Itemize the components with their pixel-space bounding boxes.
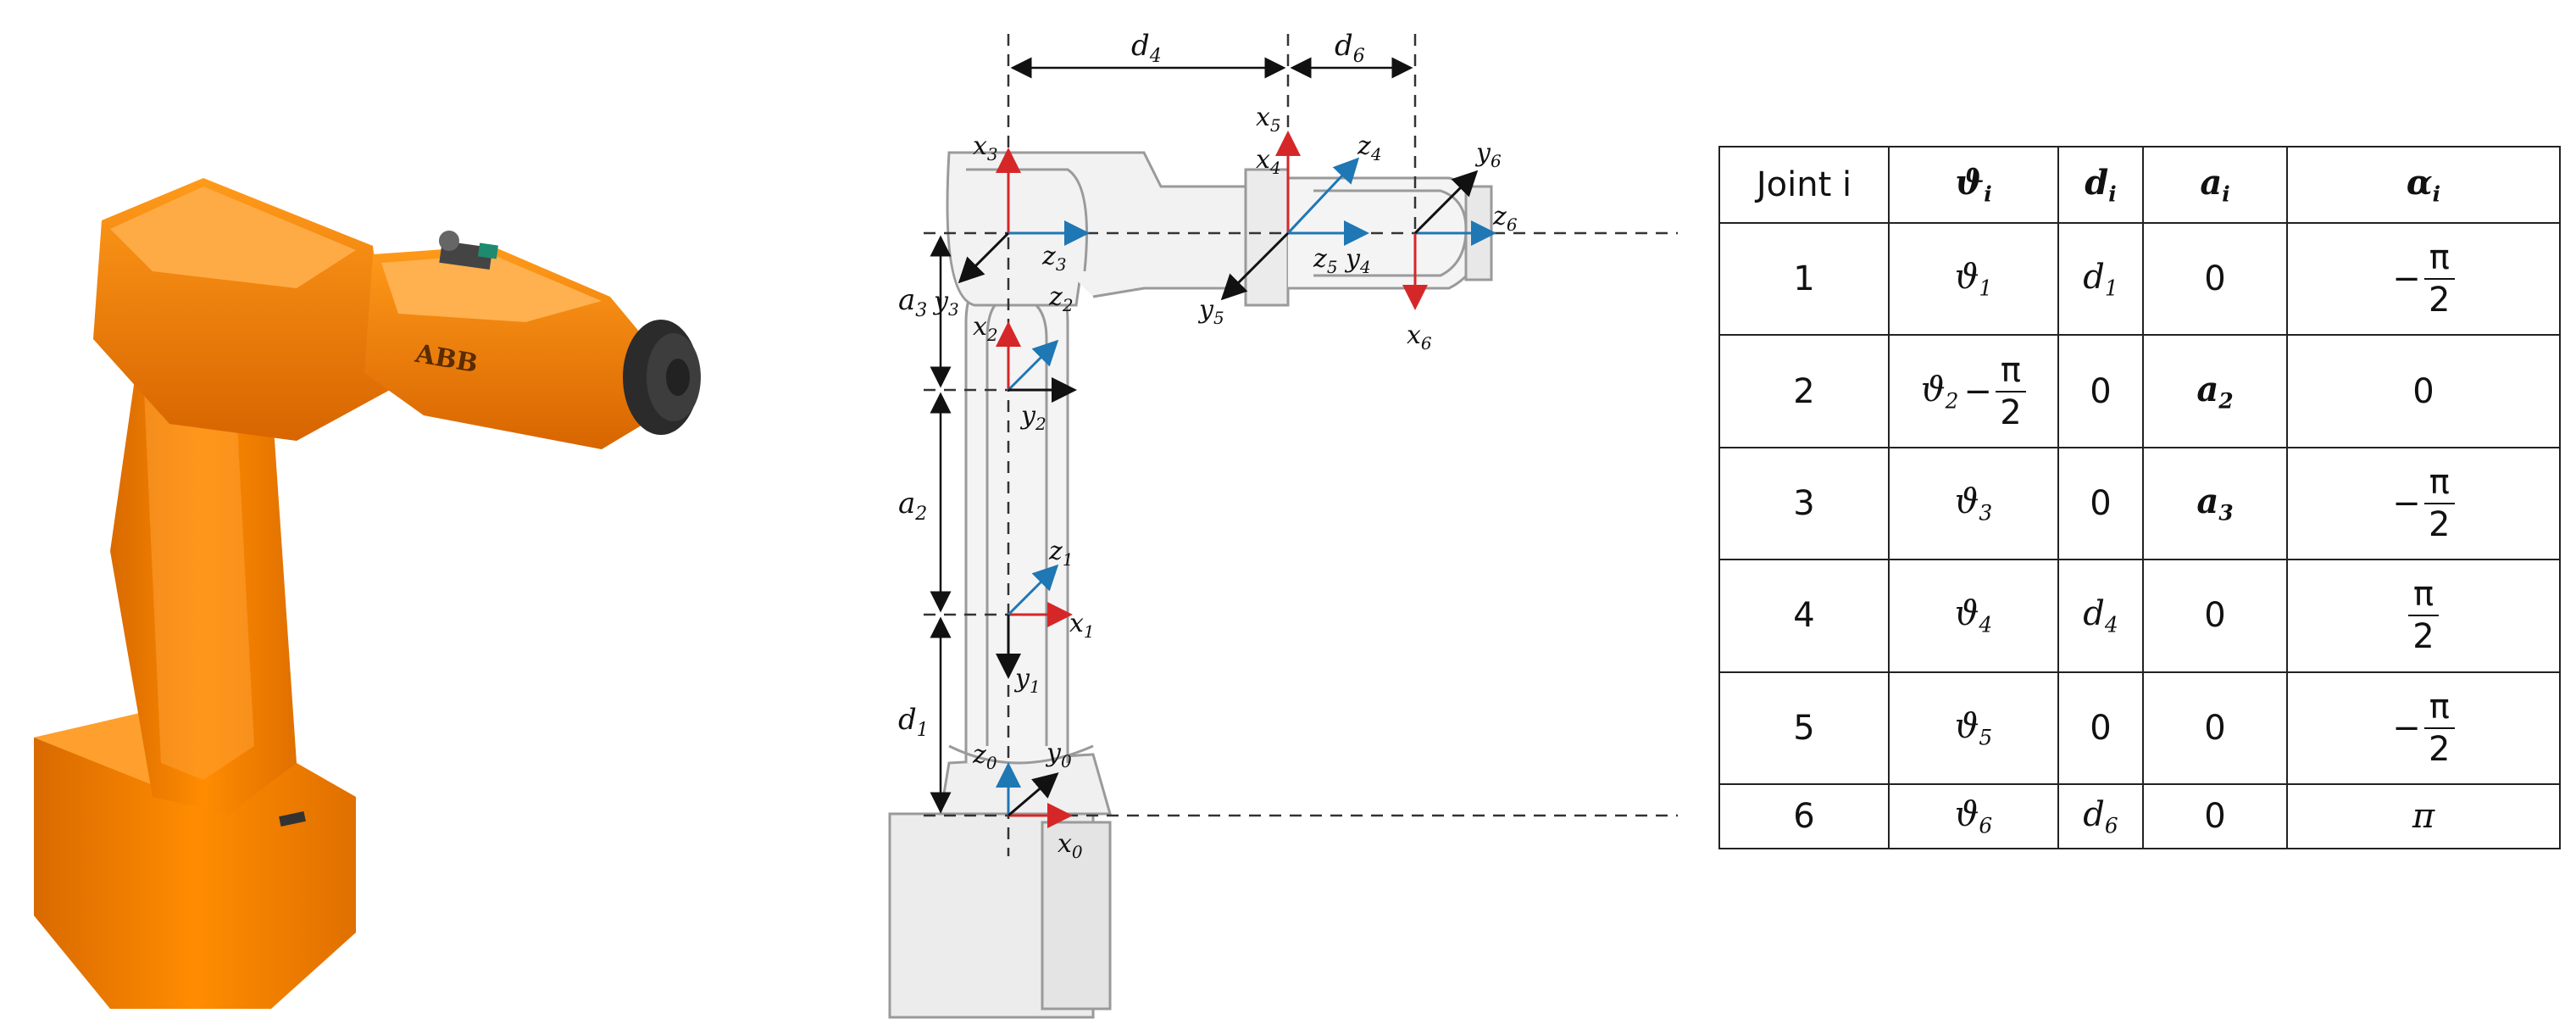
cell-a: a2	[2142, 334, 2288, 448]
axis-label-y0: y0	[1045, 738, 1072, 771]
base-badge	[279, 811, 306, 827]
frame5-y-axis	[1220, 231, 1290, 301]
cell-d: d1	[2057, 221, 2144, 337]
cell-joint: 2	[1718, 334, 1890, 448]
dimension-arrows	[930, 57, 1413, 814]
cell-theta: ϑ1	[1888, 221, 2059, 337]
header-joint: Joint i	[1718, 146, 1890, 224]
frame4-z-axis	[1286, 157, 1360, 235]
axis-label-x5: x5	[1256, 103, 1281, 136]
axis-label-z0: z0	[972, 740, 997, 773]
axis-label-x4: x4	[1256, 145, 1281, 178]
axis-label-z6: z6	[1492, 202, 1518, 235]
axis-label-y3: y3	[932, 287, 959, 320]
cell-theta: ϑ6	[1888, 783, 2059, 849]
axis-label-y1: y1	[1013, 664, 1041, 697]
cell-a: 0	[2142, 221, 2288, 337]
cell-theta: ϑ3	[1888, 446, 2059, 561]
top-button-icon	[439, 231, 459, 251]
dim-label-a2: a2	[898, 487, 927, 525]
robot-arm-render: ABB	[34, 178, 701, 1009]
frame0-y-axis	[1008, 772, 1059, 817]
table-row: 6 ϑ6 d6 0 π	[1718, 783, 2561, 849]
header-d: di	[2057, 146, 2144, 224]
frame2-z-axis	[1007, 339, 1059, 392]
axis-label-z5: z5	[1313, 244, 1338, 277]
cell-d: d4	[2057, 559, 2144, 673]
axis-label-z2: z2	[1048, 282, 1074, 315]
axis-label-y2: y2	[1019, 401, 1046, 434]
cell-d: d6	[2057, 783, 2144, 849]
cell-d: 0	[2057, 446, 2144, 561]
header-alpha: αi	[2286, 146, 2561, 224]
axis-label-x3: x3	[973, 131, 998, 164]
axis-label-z1: z1	[1048, 537, 1074, 570]
cell-joint: 4	[1718, 559, 1890, 673]
cell-a: 0	[2142, 559, 2288, 673]
dim-label-d6: d6	[1335, 29, 1365, 67]
axis-label-x1: x1	[1069, 609, 1095, 642]
axis-label-y4: y4	[1344, 244, 1371, 277]
dim-label-d1: d1	[898, 703, 929, 741]
axis-label-x6: x6	[1407, 320, 1432, 354]
cell-joint: 1	[1718, 221, 1890, 337]
cell-joint: 3	[1718, 446, 1890, 561]
cell-joint: 5	[1718, 671, 1890, 786]
axis-label-z4: z4	[1357, 131, 1382, 164]
dim-label-a3: a3	[898, 283, 927, 321]
cell-alpha: 0	[2286, 334, 2561, 448]
robot-base	[34, 712, 356, 1009]
header-a: ai	[2142, 146, 2288, 224]
frame1-z-axis	[1007, 564, 1059, 616]
cell-d: 0	[2057, 671, 2144, 786]
header-theta: ϑi	[1888, 146, 2059, 224]
top-green-button-icon	[477, 242, 499, 259]
cell-joint: 6	[1718, 783, 1890, 849]
table-header-row: Joint i ϑi di ai αi	[1718, 146, 2561, 224]
kinematic-frame-diagram: d4 d6 a3 a2 d1 x0 z0 y0	[888, 29, 1678, 1019]
dim-label-d4: d4	[1131, 29, 1162, 67]
cell-a: a3	[2142, 446, 2288, 561]
robot-outline	[888, 151, 1493, 1019]
axis-label-y6: y6	[1474, 138, 1502, 171]
cell-a: 0	[2142, 671, 2288, 786]
cell-a: 0	[2142, 783, 2288, 849]
axis-label-z3: z3	[1041, 242, 1067, 275]
axis-label-y5: y5	[1197, 295, 1224, 328]
cell-theta: ϑ5	[1888, 671, 2059, 786]
cell-theta: ϑ4	[1888, 559, 2059, 673]
frame6-y-axis	[1413, 170, 1479, 235]
axis-label-x2: x2	[973, 312, 998, 345]
cell-alpha: π	[2286, 783, 2561, 849]
frame3-y-axis	[958, 231, 1010, 284]
axis-label-x0: x0	[1058, 829, 1083, 862]
cell-d: 0	[2057, 334, 2144, 448]
